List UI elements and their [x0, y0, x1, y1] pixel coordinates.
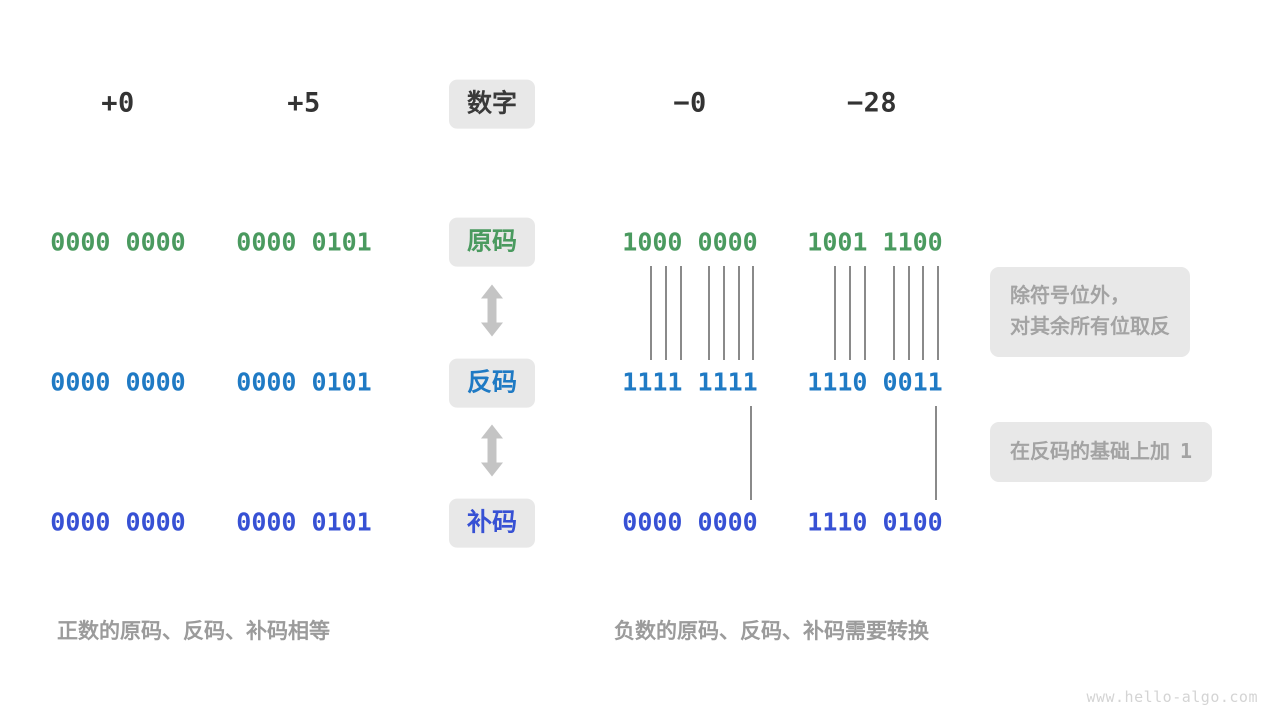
sign-magnitude-plus-zero: 0000 0000 [50, 227, 186, 257]
sign-magnitude-plus-five: 0000 0101 [236, 227, 372, 257]
twos-complement-minus-twentyeight: 1110 0100 [807, 507, 943, 537]
header-label-minus-twentyeight: −28 [846, 87, 898, 119]
header-label-plus-zero: +0 [101, 87, 135, 119]
ones-complement-plus-zero: 0000 0000 [50, 367, 186, 397]
twos-complement-plus-zero: 0000 0000 [50, 507, 186, 537]
note-invert-bits-line1: 除符号位外， [1010, 285, 1130, 307]
twos-complement-plus-five: 0000 0101 [236, 507, 372, 537]
watermark: www.hello-algo.com [1086, 688, 1258, 706]
bit-connector-line [849, 266, 851, 360]
carry-connector-line [935, 406, 937, 500]
bit-connector-line [680, 266, 682, 360]
bit-connector-line [665, 266, 667, 360]
bit-connector-line [752, 266, 754, 360]
ones-complement-minus-twentyeight: 1110 0011 [807, 367, 943, 397]
note-add-one: 在反码的基础上加 1 [990, 422, 1213, 482]
caption-positive: 正数的原码、反码、补码相等 [57, 620, 330, 643]
bit-connector-line [738, 266, 740, 360]
ones-complement-plus-five: 0000 0101 [236, 367, 372, 397]
bit-connector-line [834, 266, 836, 360]
bit-connector-line [650, 266, 652, 360]
caption-negative: 负数的原码、反码、补码需要转换 [614, 620, 929, 643]
bit-connector-line [864, 266, 866, 360]
row-badge-sign-magnitude: 原码 [448, 217, 536, 267]
twos-complement-minus-zero: 0000 0000 [622, 507, 758, 537]
sign-magnitude-minus-twentyeight: 1001 1100 [807, 227, 943, 257]
ones-complement-minus-zero: 1111 1111 [622, 367, 758, 397]
note-invert-bits-line2: 对其余所有位取反 [1010, 316, 1170, 338]
note-add-one-value: 1 [1180, 439, 1193, 463]
header-label-minus-zero: −0 [673, 87, 707, 119]
bit-connector-line [708, 266, 710, 360]
bit-connector-line [723, 266, 725, 360]
header-badge-number: 数字 [448, 79, 536, 129]
double-arrow-icon-upper [479, 284, 505, 343]
double-arrow-icon-lower [479, 424, 505, 483]
bit-connector-line [937, 266, 939, 360]
header-label-plus-five: +5 [287, 87, 321, 119]
row-badge-ones-complement: 反码 [448, 358, 536, 408]
note-invert-bits: 除符号位外， 对其余所有位取反 [990, 267, 1190, 357]
note-add-one-text: 在反码的基础上加 [1010, 441, 1170, 463]
sign-magnitude-minus-zero: 1000 0000 [622, 227, 758, 257]
row-badge-twos-complement: 补码 [448, 498, 536, 548]
bit-connector-line [893, 266, 895, 360]
bit-connector-line [908, 266, 910, 360]
carry-connector-line [750, 406, 752, 500]
bit-connector-line [922, 266, 924, 360]
